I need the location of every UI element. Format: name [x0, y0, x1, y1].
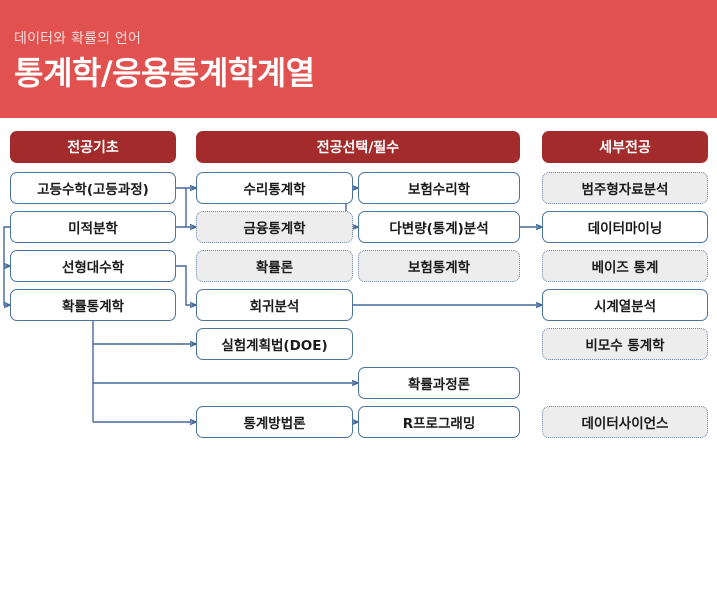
course-box-bayes[interactable]: 베이즈 통계 [542, 250, 708, 282]
course-box-multivariate[interactable]: 다변량(통계)분석 [358, 211, 520, 243]
course-box-calculus[interactable]: 미적분학 [10, 211, 176, 243]
course-box-time-series[interactable]: 시계열분석 [542, 289, 708, 321]
course-box-categorical[interactable]: 범주형자료분석 [542, 172, 708, 204]
course-box-data-mining[interactable]: 데이터마이닝 [542, 211, 708, 243]
course-box-linear-algebra[interactable]: 선형대수학 [10, 250, 176, 282]
course-box-nonparametric[interactable]: 비모수 통계학 [542, 328, 708, 360]
course-box-r-programming[interactable]: R프로그래밍 [358, 406, 520, 438]
page-title: 통계학/응용통계학계열 [14, 54, 315, 92]
course-box-data-science[interactable]: 데이터사이언스 [542, 406, 708, 438]
column-header-major-basics: 전공기초 [10, 131, 176, 163]
course-box-highschool-math[interactable]: 고등수학(고등과정) [10, 172, 176, 204]
course-box-regression[interactable]: 회귀분석 [196, 289, 353, 321]
course-box-prob-theory[interactable]: 확률론 [196, 250, 353, 282]
wire-linear-algebra-to-regression [176, 265, 196, 305]
course-box-stoch-process[interactable]: 확률과정론 [358, 367, 520, 399]
course-box-prob-stat[interactable]: 확률통계학 [10, 289, 176, 321]
course-box-math-stat[interactable]: 수리통계학 [196, 172, 353, 204]
course-box-stat-method[interactable]: 통계방법론 [196, 406, 353, 438]
banner-subtitle: 데이터와 확률의 언어 [14, 31, 142, 47]
column-header-specialization: 세부전공 [542, 131, 708, 163]
page-banner: 데이터와 확률의 언어 통계학/응용통계학계열 [0, 0, 717, 118]
course-box-fin-stat[interactable]: 금융통계학 [196, 211, 353, 243]
course-box-doe[interactable]: 실험계획법(DOE) [196, 328, 353, 360]
course-box-actuarial-math[interactable]: 보험수리학 [358, 172, 520, 204]
course-box-actuarial-stat[interactable]: 보험통계학 [358, 250, 520, 282]
column-header-major-elective: 전공선택/필수 [196, 131, 520, 163]
